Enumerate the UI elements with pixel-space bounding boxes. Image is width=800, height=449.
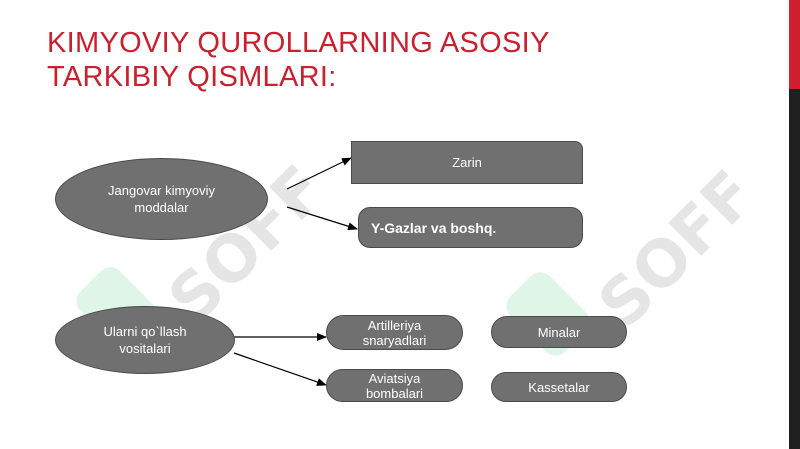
arrow-jangovar-to-zarin (286, 157, 352, 190)
node-y-gazlar: Y-Gazlar va boshq. (358, 207, 583, 248)
slide-title-line-1: KIMYOVIY QUROLLARNING ASOSIY (47, 27, 550, 59)
node-label: Artilleriya snaryadlari (362, 317, 427, 348)
node-label: Zarin (452, 154, 482, 170)
node-jangovar-kimyoviy-moddalar: Jangovar kimyoviy moddalar (55, 158, 268, 240)
accent-bar-bottom (789, 89, 800, 449)
node-label: Y-Gazlar va boshq. (371, 219, 497, 236)
slide-title-line-2: TARKIBIY QISMLARI: (47, 61, 337, 93)
node-artilleriya-snaryadlari: Artilleriya snaryadlari (326, 315, 463, 350)
node-ularni-qollash-vositalari: Ularni qo`llash vositalari (55, 306, 235, 374)
node-label: Aviatsiya bombalari (365, 370, 424, 401)
node-label: Minalar (537, 324, 581, 340)
node-kassetalar: Kassetalar (491, 372, 627, 402)
node-label: Kassetalar (528, 379, 590, 395)
node-aviatsiya-bombalari: Aviatsiya bombalari (326, 369, 463, 402)
node-zarin: Zarin (351, 141, 583, 184)
arrow-ularni-to-aviatsiya (233, 352, 327, 386)
arrow-jangovar-to-y-gazlar (286, 206, 358, 231)
node-label: Ularni qo`llash vositalari (103, 324, 187, 356)
node-label: Jangovar kimyoviy moddalar (108, 183, 215, 215)
node-minalar: Minalar (491, 316, 627, 348)
accent-bar-top (789, 0, 800, 89)
slide-title: KIMYOVIY QUROLLARNING ASOSIY TARKIBIY QI… (47, 26, 607, 94)
